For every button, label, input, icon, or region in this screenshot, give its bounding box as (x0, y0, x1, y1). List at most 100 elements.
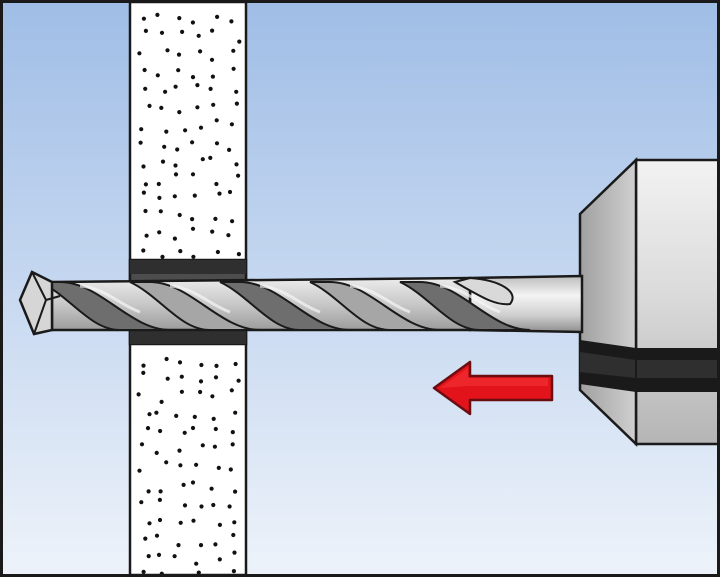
chuck-band (580, 340, 720, 392)
direction-arrow (432, 360, 554, 416)
wall-dot (216, 465, 221, 470)
wall-dot (143, 182, 148, 187)
wall-dot (147, 521, 152, 526)
drill-flute (399, 281, 531, 331)
wall-dot (165, 376, 170, 381)
wall-dot (229, 388, 234, 393)
wall-dot (157, 497, 162, 502)
wall-dot (231, 48, 236, 53)
wall-dot (232, 550, 237, 555)
wall-dot (211, 416, 216, 421)
wall-dot (173, 163, 178, 168)
wall-dot (234, 101, 239, 106)
drill-flute (309, 281, 441, 331)
wall-dot (227, 147, 232, 152)
wall-dot (190, 425, 196, 431)
drill-flute-highlight (439, 284, 501, 314)
wall-dot (158, 428, 163, 434)
wall-dot (139, 500, 144, 505)
wall-dot (191, 518, 196, 523)
wall-dot (179, 374, 184, 379)
drill-flute-highlight (79, 284, 141, 314)
drill-flute-end (452, 276, 514, 306)
wall-dot (199, 504, 204, 509)
wall-dot (172, 554, 177, 559)
wall-dot (195, 105, 200, 110)
wall-dot (141, 370, 146, 375)
wall-dot (178, 249, 183, 254)
wall-dot (214, 141, 220, 146)
wall-dot (177, 448, 182, 453)
wall-dot (143, 208, 148, 214)
drill-flute (219, 281, 351, 331)
wall-dot (147, 412, 152, 417)
wall-dot (164, 129, 169, 134)
wall-dot (227, 504, 232, 509)
wall-dot (141, 569, 146, 575)
wall-dot (213, 216, 218, 221)
wall-dot (211, 502, 216, 508)
wall-dot (177, 212, 182, 218)
wall-dot (138, 140, 143, 145)
wall-dot (172, 236, 177, 241)
wall-dot (200, 443, 205, 448)
wall-dot (146, 489, 151, 494)
wall-dot (173, 172, 179, 177)
wall-dot (136, 392, 141, 397)
wall-dot (215, 14, 220, 19)
drill-chuck (578, 157, 720, 447)
wall-dot (162, 144, 167, 149)
wall-dot (159, 105, 164, 110)
wall-dot (178, 520, 183, 525)
wall-dot (198, 125, 204, 130)
wall-dot (194, 462, 199, 467)
wall-dot (236, 378, 241, 383)
wall-dot (234, 162, 239, 167)
wall-dot (154, 533, 160, 538)
wall-texture-dots (136, 12, 242, 575)
wall-dot (175, 147, 180, 152)
wall-dot (155, 73, 160, 78)
wall-dot (177, 110, 182, 115)
drill-flute (129, 281, 261, 331)
wall-dot (209, 486, 214, 491)
wall-dot (190, 140, 195, 145)
wall-dot (181, 482, 186, 487)
wall-dot (141, 248, 146, 253)
wall-dot (226, 233, 231, 238)
wall-dot (139, 127, 144, 132)
wall-dot (176, 52, 182, 57)
wall-dot (190, 217, 195, 222)
wall-dot (163, 89, 168, 94)
wall-dot (159, 399, 164, 404)
wall-dot (146, 554, 151, 559)
wall-dot (196, 570, 201, 575)
wall-dot (209, 57, 215, 62)
wall-dot (154, 410, 159, 415)
wall-dot (143, 28, 148, 33)
wall-dot (164, 460, 169, 465)
wall-dot (190, 75, 196, 80)
wall-dot (236, 252, 241, 257)
wall-dot (234, 89, 239, 94)
wall-dot (178, 463, 183, 468)
wall-dot (157, 517, 163, 523)
wall-dot (177, 360, 183, 365)
wall-dot (137, 51, 142, 56)
drill-flute-highlight (259, 284, 321, 314)
wall-dot (183, 128, 188, 133)
wall-dot (156, 181, 161, 187)
wall-dot (137, 468, 142, 473)
wall-dot (194, 561, 199, 566)
wall-dot (142, 67, 147, 73)
wall-dot (214, 363, 219, 368)
wall-dot (228, 467, 233, 472)
wall-dot (180, 29, 185, 34)
wall-dot (190, 172, 196, 177)
wall-dot (158, 489, 163, 494)
wall-dot (200, 157, 205, 162)
wall-dot (141, 363, 146, 368)
